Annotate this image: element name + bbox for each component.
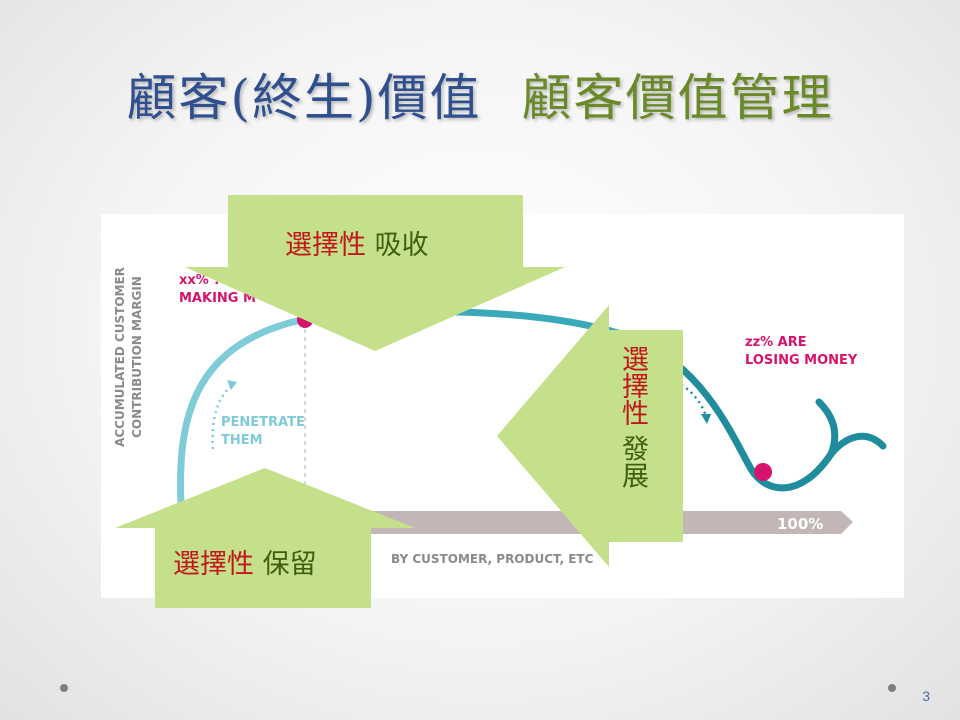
callout-develop-text: 選擇性 發展: [615, 345, 649, 489]
callout-retain-shape: [115, 468, 415, 608]
curve-fork-lower: [827, 432, 887, 458]
losing-money-line2: LOSING MONEY: [745, 353, 858, 368]
axis-end-label: 100%: [777, 515, 824, 533]
losing-money-label: zz% ARE LOSING MONEY: [745, 334, 857, 370]
callout-retain-red: 選擇性: [173, 549, 254, 580]
callout-develop: 選擇性 發展: [497, 305, 683, 567]
footer-dot-right: [888, 684, 896, 692]
page-number: 3: [922, 688, 930, 704]
callout-develop-green: 發展: [617, 434, 648, 489]
callout-retain-text: 選擇性 保留: [173, 542, 317, 581]
callout-develop-red: 選擇性: [617, 345, 648, 426]
callout-absorb: 選擇性 吸收: [185, 195, 565, 351]
penetrate-arrowhead: [227, 380, 237, 390]
footer-dot-left: [60, 684, 68, 692]
title-customer-value-management: 顧客價值管理: [521, 69, 834, 127]
penetrate-line1: PENETRATE: [221, 415, 305, 430]
loss-point: [754, 463, 772, 481]
losing-money-line1: zz% ARE: [745, 335, 807, 350]
callout-absorb-red: 選擇性: [285, 230, 366, 261]
callout-absorb-shape: [185, 195, 565, 351]
penetrate-dotted-arrow: [211, 385, 232, 450]
callout-develop-shape: [497, 305, 683, 567]
making-money-line2: MAKING M: [179, 291, 256, 306]
y-axis-label-line1: ACCUMULATED CUSTOMER: [113, 267, 127, 447]
callout-absorb-green: 吸收: [374, 230, 429, 261]
decline-dotted-arrow: [675, 380, 708, 417]
rising-curve: [177, 316, 305, 508]
penetrate-line2: THEM: [221, 433, 263, 448]
y-axis-label: ACCUMULATED CUSTOMER CONTRIBUTION MARGIN: [112, 237, 146, 477]
penetrate-label: PENETRATE THEM: [221, 414, 305, 450]
x-axis-label: BY CUSTOMER, PRODUCT, ETC: [391, 552, 594, 566]
curve-fork-upper: [815, 398, 839, 458]
title-customer-lifetime-value: 顧客(終生)價值: [126, 69, 482, 127]
y-axis-label-line2: CONTRIBUTION MARGIN: [130, 276, 144, 438]
callout-retain-green: 保留: [262, 549, 317, 580]
callout-retain: 選擇性 保留: [115, 468, 415, 608]
slide-title: 顧客(終生)價值顧客價值管理: [0, 58, 960, 130]
callout-absorb-text: 選擇性 吸收: [285, 223, 429, 262]
decline-arrowhead: [701, 414, 711, 424]
